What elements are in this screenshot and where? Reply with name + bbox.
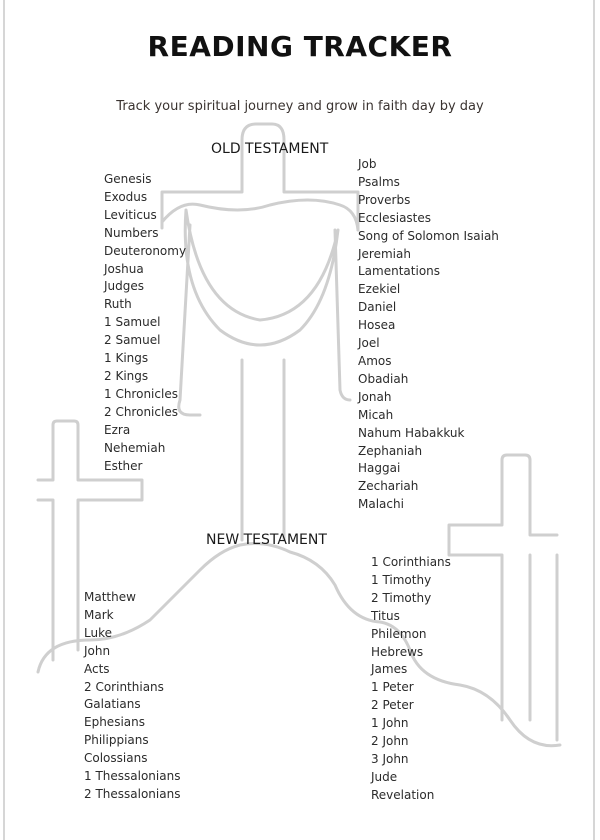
book-item: 2 Kings: [104, 368, 149, 383]
book-item: Ecclesiastes: [358, 210, 432, 225]
book-item: Ezekiel: [358, 282, 401, 297]
book-item: 1 Timothy: [371, 572, 432, 587]
book-item: Deuteronomy: [104, 243, 187, 258]
book-item: 2 Chronicles: [104, 404, 178, 419]
book-item: Matthew: [84, 590, 136, 604]
book-item: Haggai: [358, 461, 401, 476]
book-item: Malachi: [358, 497, 404, 512]
book-item: Exodus: [104, 189, 148, 204]
book-item: Titus: [371, 608, 400, 623]
book-item: Philippians: [84, 733, 149, 748]
book-item: Joel: [358, 336, 380, 351]
page-frame: [3, 0, 595, 840]
new-testament-heading: NEW TESTAMENT: [206, 532, 327, 548]
book-item: Acts: [84, 661, 110, 676]
book-item: Joshua: [104, 261, 144, 276]
book-item: Jonah: [358, 389, 392, 404]
book-item: 1 John: [371, 716, 409, 731]
page-title: READING TRACKER: [147, 30, 453, 63]
book-item: 1 Corinthians: [371, 555, 451, 569]
right-cross: [447, 453, 559, 742]
book-item: Numbers: [104, 225, 159, 240]
book-item: 2 Corinthians: [84, 679, 164, 694]
book-item: 1 Kings: [104, 351, 149, 366]
left-cross: [36, 419, 144, 662]
book-item: 2 Thessalonians: [84, 786, 181, 801]
book-item: John: [84, 643, 111, 658]
book-item: Song of Solomon Isaiah: [358, 228, 499, 243]
book-item: Micah: [358, 407, 394, 422]
book-item: Psalms: [358, 174, 400, 189]
book-item: Lamentations: [358, 264, 441, 279]
book-item: 1 Chronicles: [104, 386, 178, 401]
book-item: Judges: [104, 279, 145, 294]
book-item: 2 Samuel: [104, 333, 161, 348]
book-item: Galatians: [84, 697, 141, 712]
book-item: 2 Peter: [371, 698, 414, 713]
book-item: 2 Timothy: [371, 590, 432, 605]
book-item: Ruth: [104, 297, 132, 312]
hill-outline: [36, 542, 562, 748]
book-item: Daniel: [358, 300, 397, 315]
book-item: Revelation: [371, 787, 435, 802]
book-item: Nahum Habakkuk: [358, 425, 465, 440]
book-item: Leviticus: [104, 207, 157, 222]
book-item: 1 Samuel: [104, 315, 161, 330]
page-subtitle: Track your spiritual journey and grow in…: [116, 99, 484, 114]
cloth-drape: [160, 198, 360, 417]
book-item: Ezra: [104, 422, 131, 437]
central-cross: [160, 122, 360, 542]
book-item: Zechariah: [358, 479, 419, 494]
book-item: Luke: [84, 625, 112, 640]
book-item: Hebrews: [371, 644, 424, 659]
old-testament-heading: OLD TESTAMENT: [211, 141, 329, 157]
book-item: Esther: [104, 458, 143, 473]
book-item: Philemon: [371, 626, 427, 641]
book-item: Obadiah: [358, 371, 409, 386]
book-item: James: [371, 662, 408, 677]
book-item: Jeremiah: [358, 246, 411, 261]
book-item: Nehemiah: [104, 440, 166, 455]
book-item: 3 John: [371, 751, 409, 766]
book-item: Ephesians: [84, 715, 145, 730]
book-item: Zephaniah: [358, 443, 423, 458]
book-item: Amos: [358, 353, 392, 368]
book-item: Mark: [84, 607, 114, 622]
book-item: Proverbs: [358, 192, 411, 207]
book-item: Colossians: [84, 751, 148, 766]
book-item: 1 Peter: [371, 680, 414, 695]
book-item: 2 John: [371, 734, 409, 749]
book-item: Genesis: [104, 172, 152, 186]
book-item: 1 Thessalonians: [84, 769, 181, 784]
book-item: Job: [358, 157, 377, 171]
book-item: Hosea: [358, 318, 396, 333]
book-item: Jude: [371, 769, 398, 784]
